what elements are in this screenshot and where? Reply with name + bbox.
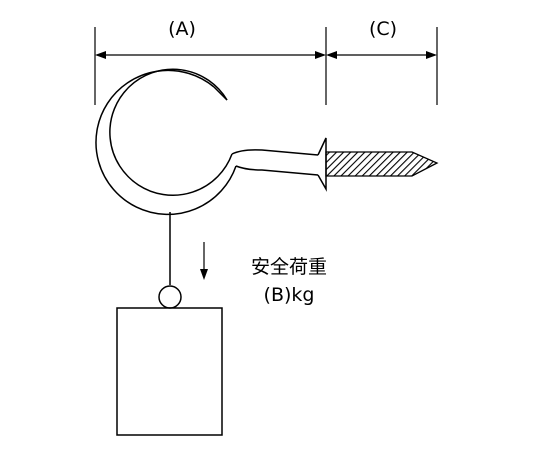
dimension-c-label: (C) (369, 18, 397, 40)
weight-box (116, 307, 223, 436)
dimension-a-label: (A) (168, 18, 196, 40)
arrowhead-a-right (315, 51, 326, 59)
arrowhead-c-left (326, 51, 337, 59)
hanging-load (116, 212, 223, 436)
hook-ring (95, 68, 237, 216)
screw-thread (325, 151, 439, 177)
screw-flange (317, 137, 327, 192)
dimension-c: (C) (326, 18, 438, 105)
safe-load-value: (B)kg (264, 284, 315, 306)
load-arrow (200, 242, 208, 280)
safe-load-label: 安全荷重 (251, 256, 327, 278)
hook-shank (231, 137, 327, 192)
arrowhead-a-left (95, 51, 106, 59)
string-knot (158, 285, 182, 309)
arrowhead-c-right (426, 51, 437, 59)
dimension-a: (A) (94, 18, 327, 105)
